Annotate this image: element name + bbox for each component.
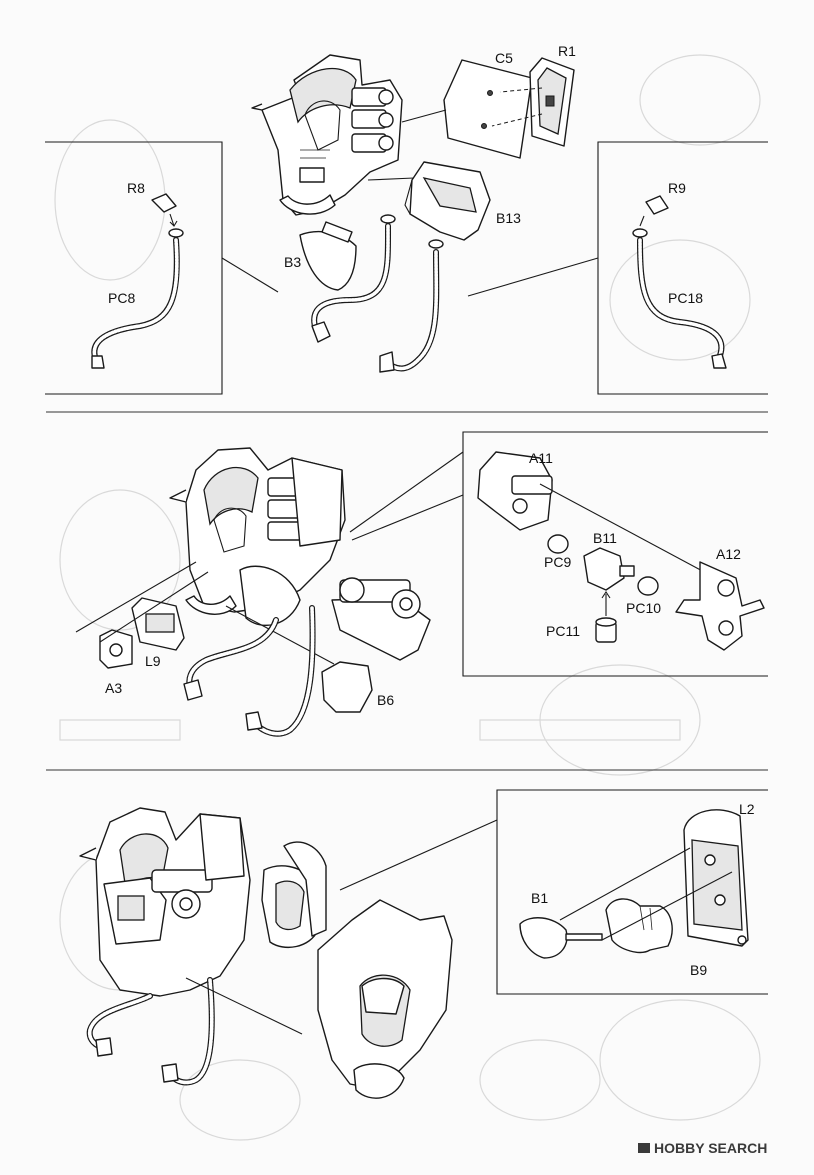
watermark: HOBBY SEARCH bbox=[638, 1140, 767, 1156]
hoses-section-2 bbox=[183, 605, 316, 737]
callout-box-right bbox=[597, 141, 768, 395]
part-C5: C5 bbox=[443, 50, 533, 159]
label-B9: B9 bbox=[690, 962, 707, 978]
hoses-section-1 bbox=[311, 214, 444, 373]
part-A3: A3 bbox=[99, 629, 133, 696]
callout-box-right-2 bbox=[462, 431, 768, 677]
label-PC9: PC9 bbox=[544, 554, 571, 570]
callout-box-right-3 bbox=[496, 789, 768, 995]
section-3: B1 B9 L2 bbox=[79, 789, 768, 1099]
part-PC9: PC9 bbox=[544, 534, 571, 570]
label-A11: A11 bbox=[529, 450, 553, 466]
part-R9: R9 bbox=[645, 180, 686, 215]
watermark-text: HOBBY SEARCH bbox=[654, 1140, 767, 1156]
part-R1: R1 bbox=[529, 43, 576, 147]
callout-box-left bbox=[45, 141, 223, 395]
subassembly-axle-2 bbox=[331, 577, 431, 661]
label-R9: R9 bbox=[668, 180, 686, 196]
chassis-main-3 bbox=[79, 807, 251, 997]
part-PC11: PC11 bbox=[546, 617, 617, 643]
label-PC10: PC10 bbox=[626, 600, 661, 616]
part-L9: L9 bbox=[131, 597, 185, 669]
label-PC18: PC18 bbox=[668, 290, 703, 306]
label-B11: B11 bbox=[593, 530, 617, 546]
part-PC10: PC10 bbox=[626, 576, 661, 616]
label-L2: L2 bbox=[739, 801, 755, 817]
part-B6: B6 bbox=[321, 661, 394, 713]
part-A11: A11 bbox=[477, 450, 553, 531]
background-ghost-shapes bbox=[54, 54, 761, 1141]
label-C5: C5 bbox=[495, 50, 513, 66]
part-B11: B11 bbox=[583, 530, 635, 591]
label-PC11: PC11 bbox=[546, 623, 580, 639]
label-B13: B13 bbox=[496, 210, 521, 226]
label-B1: B1 bbox=[531, 890, 548, 906]
part-A12: A12 bbox=[675, 546, 765, 651]
label-PC8: PC8 bbox=[108, 290, 135, 306]
chassis-main-2 bbox=[169, 447, 346, 627]
section-1: C5 R1 B13 B3 bbox=[45, 43, 768, 395]
part-PC8: PC8 bbox=[91, 228, 184, 369]
label-A12: A12 bbox=[716, 546, 741, 562]
seat-cushion-middle bbox=[261, 841, 327, 949]
label-B3: B3 bbox=[284, 254, 301, 270]
part-PC18: PC18 bbox=[632, 228, 727, 369]
part-B3: B3 bbox=[284, 221, 357, 291]
chassis-main-1 bbox=[251, 54, 403, 216]
part-B13: B13 bbox=[404, 161, 521, 241]
label-L9: L9 bbox=[145, 653, 161, 669]
outer-shell bbox=[317, 899, 453, 1099]
part-R8: R8 bbox=[127, 180, 177, 213]
label-R8: R8 bbox=[127, 180, 145, 196]
section-2: L9 A3 B6 bbox=[75, 431, 768, 737]
label-B6: B6 bbox=[377, 692, 394, 708]
part-B1: B1 bbox=[519, 890, 603, 959]
part-L2: L2 bbox=[683, 801, 755, 947]
label-A3: A3 bbox=[105, 680, 122, 696]
watermark-logo-icon bbox=[638, 1143, 650, 1153]
hoses-section-3 bbox=[86, 977, 215, 1086]
label-R1: R1 bbox=[558, 43, 576, 59]
